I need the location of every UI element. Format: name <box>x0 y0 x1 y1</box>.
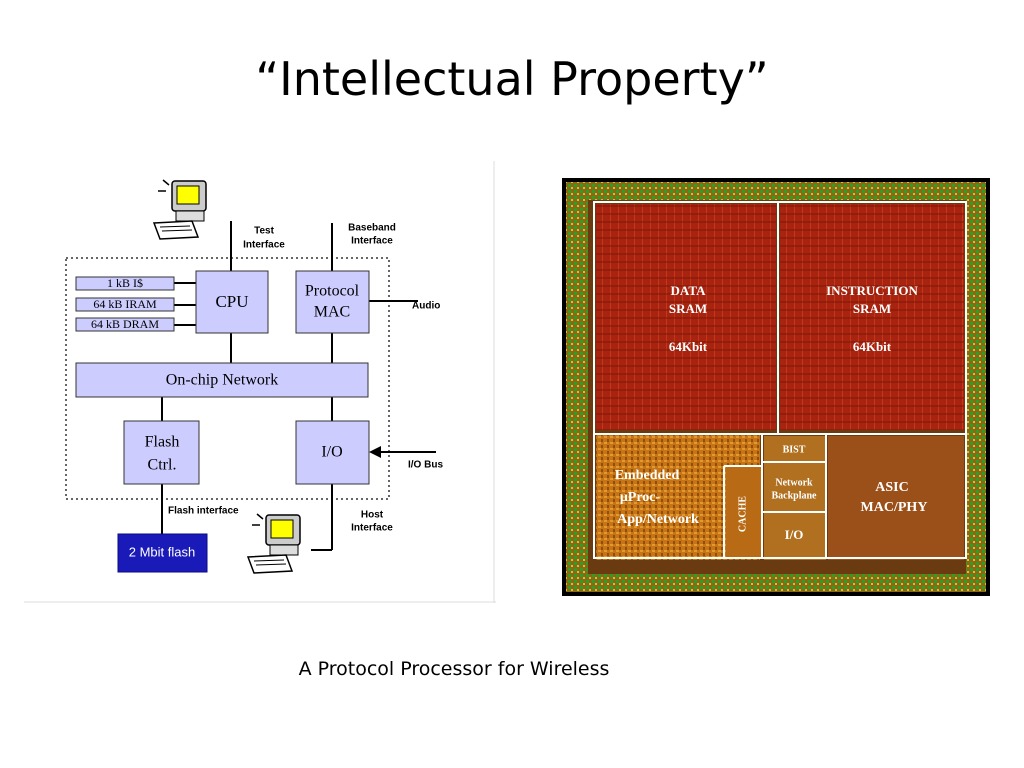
io-block <box>295 420 370 485</box>
instruction-sram-label: SRAM <box>853 301 891 316</box>
instruction-sram-region <box>780 204 964 430</box>
network-region <box>764 436 826 560</box>
flash-ctrl-label: Ctrl. <box>148 457 177 474</box>
cache-label: CACHE <box>737 496 748 532</box>
interconnect-wires <box>161 221 418 551</box>
memory-list: 1 kB I$ 64 kB IRAM 64 kB DRAM <box>75 276 175 332</box>
cpu-block <box>195 270 269 334</box>
protocol-mac-label: Protocol <box>305 283 360 300</box>
host-interface-label: Interface <box>351 523 393 534</box>
flash-chip-label: 2 Mbit flash <box>129 544 195 559</box>
die-io-label: I/O <box>785 527 804 542</box>
cpu-label: CPU <box>215 292 248 311</box>
on-chip-network-block <box>75 362 369 398</box>
flash-chip-block <box>117 533 208 573</box>
test-interface-label: Interface <box>243 240 285 251</box>
asic-region <box>828 436 964 560</box>
audio-label: Audio <box>412 301 440 312</box>
asic-label: MAC/PHY <box>861 500 928 515</box>
data-sram-label: SRAM <box>669 301 707 316</box>
block-diagram: 1 kB I$ 64 kB IRAM 64 kB DRAM CPU Protoc… <box>24 161 496 603</box>
on-chip-network-label: On-chip Network <box>166 372 278 389</box>
flash-ctrl-label: Flash <box>145 434 180 451</box>
protocol-mac-block <box>295 270 370 334</box>
baseband-interface-label: Baseband <box>348 223 396 234</box>
instruction-sram-size: 64Kbit <box>853 339 892 354</box>
memory-icache <box>75 276 175 291</box>
io-bus-label: I/O Bus <box>408 460 443 471</box>
cache-region <box>726 466 762 558</box>
data-sram-label: DATA <box>671 283 707 298</box>
memory-dram <box>75 317 175 332</box>
baseband-interface-label: Interface <box>351 236 393 247</box>
bist-label: BIST <box>783 444 806 455</box>
io-label: I/O <box>321 444 342 461</box>
die-labels: DATA SRAM 64Kbit INSTRUCTION SRAM 64Kbit… <box>615 283 928 542</box>
interface-labels: Test Interface Baseband Interface Audio … <box>168 223 443 534</box>
host-interface-label: Host <box>361 510 384 521</box>
embedded-proc-label: Embedded <box>615 468 680 483</box>
figure-caption: A Protocol Processor for Wireless <box>298 658 610 680</box>
flash-interface-label: Flash interface <box>168 506 239 517</box>
memory-iram <box>75 297 175 312</box>
memory-icache-label: 1 kB I$ <box>107 276 143 290</box>
instruction-sram-label: INSTRUCTION <box>826 283 918 298</box>
network-backplane-label: Backplane <box>771 490 817 501</box>
die-photo: DATA SRAM 64Kbit INSTRUCTION SRAM 64Kbit… <box>562 178 990 596</box>
computer-terminal-icon <box>246 513 301 574</box>
die-block-outlines <box>593 201 967 559</box>
chip-boundary <box>65 257 390 500</box>
computer-terminal-icon <box>152 179 207 240</box>
asic-label: ASIC <box>875 480 908 495</box>
memory-iram-label: 64 kB IRAM <box>93 297 157 311</box>
data-sram-region <box>596 204 776 430</box>
embedded-proc-label: App/Network <box>617 512 699 527</box>
memory-dram-label: 64 kB DRAM <box>91 317 159 331</box>
io-bus-arrowhead <box>369 446 381 458</box>
flash-ctrl-block <box>123 420 200 485</box>
embedded-proc-label: μProc- <box>620 490 661 505</box>
test-interface-label: Test <box>254 226 274 237</box>
slide-title: “Intellectual Property” <box>255 52 769 106</box>
network-backplane-label: Network <box>775 477 813 488</box>
protocol-mac-label: MAC <box>314 304 350 321</box>
data-sram-size: 64Kbit <box>669 339 708 354</box>
